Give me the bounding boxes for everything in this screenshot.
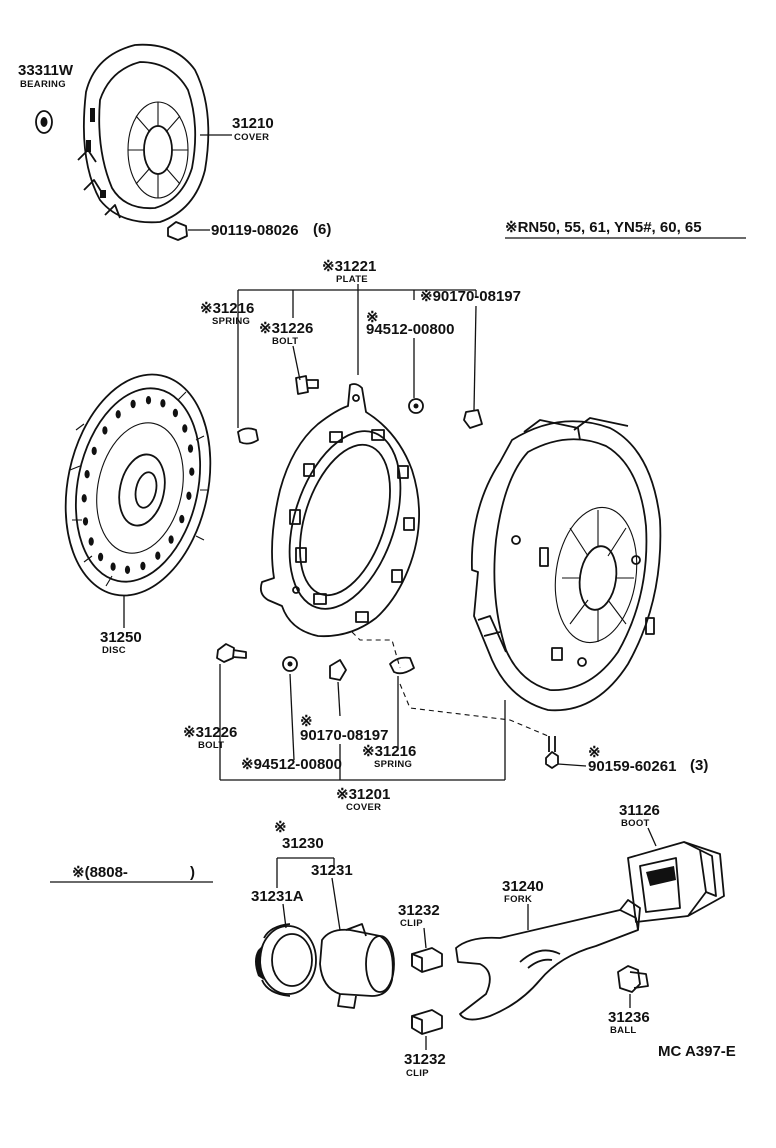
clip-bottom-name: CLIP <box>406 1068 429 1079</box>
disc-slot <box>130 399 136 409</box>
spring-top-drawing <box>237 427 259 445</box>
cover-assy-bolt-qty: (3) <box>690 757 708 774</box>
bolt-bottom-drawing <box>216 643 247 663</box>
ball-number: 31236 <box>608 1009 650 1026</box>
disc-slot <box>81 494 87 503</box>
disc-slot <box>115 410 121 419</box>
disc-slot <box>145 396 152 405</box>
disc-slot <box>102 426 108 435</box>
disc-slot <box>88 537 94 546</box>
fork-name: FORK <box>504 894 532 905</box>
nut-bottom-number: 90170-08197 <box>300 727 388 744</box>
cover-assy-bolt-number: 90159-60261 <box>588 758 676 775</box>
washer-top-drawing <box>408 398 424 414</box>
disc-slot <box>124 565 131 574</box>
disc-slot <box>98 552 104 562</box>
clip-top-number: 31232 <box>398 902 440 919</box>
clutch-cover-drawing <box>77 43 210 224</box>
release-bearing-number: 31231A <box>251 888 304 905</box>
disc-slot <box>182 424 188 433</box>
bearing-top-name: BEARING <box>20 79 66 90</box>
spring-top-name: SPRING <box>212 316 250 327</box>
nut-bottom-drawing <box>329 659 347 681</box>
nut-bottom-mark: ※ <box>300 713 313 730</box>
bolt-bottom-name: BOLT <box>198 740 224 751</box>
bolt-bottom-number: ※31226 <box>183 724 237 741</box>
bolt-top-name: BOLT <box>272 336 298 347</box>
disc-slot <box>189 467 195 476</box>
disc-slot <box>168 535 174 544</box>
disc-slot <box>82 517 89 526</box>
pivot-ball-drawing <box>617 965 649 993</box>
spring-top-number: ※31216 <box>200 300 254 317</box>
cover-assy-name: COVER <box>346 802 381 813</box>
cover-top-number: 31210 <box>232 115 274 132</box>
disc-slot <box>84 470 90 479</box>
release-bearing-drawing <box>255 923 317 997</box>
disc-slot <box>155 551 161 560</box>
disc-slot <box>160 399 166 408</box>
release-fork-drawing <box>455 899 641 1021</box>
clutch-cover-assy-drawing <box>471 417 662 712</box>
washer-top-mark: ※ <box>366 309 379 326</box>
washer-top-number: 94512-00800 <box>366 321 454 338</box>
nut-top-number: ※90170-08197 <box>420 288 521 305</box>
release-hub-number: 31231 <box>311 862 353 879</box>
boot-name: BOOT <box>621 818 650 829</box>
disc-name: DISC <box>102 645 126 656</box>
bearing-top-number: 33311W <box>18 62 74 79</box>
disc-slot <box>110 562 116 571</box>
cover-bolt-number: 90119-08026 <box>211 222 299 239</box>
spring-bottom-number: ※31216 <box>362 743 416 760</box>
boot-drawing <box>627 841 725 923</box>
fork-number: 31240 <box>502 878 544 895</box>
disc-slot <box>91 446 97 456</box>
washer-bottom-number: ※94512-00800 <box>241 756 342 773</box>
spring-bottom-drawing <box>389 656 415 675</box>
bolt-top-drawing <box>295 375 319 395</box>
disc-number: 31250 <box>100 629 142 646</box>
boot-number: 31126 <box>619 802 660 819</box>
washer-bottom-drawing <box>282 656 298 672</box>
clip-top-drawing <box>411 947 443 973</box>
pilot-bearing-drawing <box>35 110 53 134</box>
spring-bottom-name: SPRING <box>374 759 412 770</box>
disc-slot <box>179 514 185 524</box>
ball-name: BALL <box>610 1025 637 1036</box>
disc-slot <box>140 561 146 571</box>
cover-assy-bolt-drawing <box>545 736 559 769</box>
release-assy-mark: ※ <box>274 819 287 836</box>
production-date-note: ※(8808- <box>72 864 128 881</box>
plate-name: PLATE <box>336 274 368 285</box>
disc-slot <box>187 444 194 453</box>
disc-slot <box>172 408 178 418</box>
applicability-note: ※RN50, 55, 61, YN5#, 60, 65 <box>505 219 702 236</box>
pressure-plate-drawing <box>259 383 421 638</box>
release-hub-drawing <box>319 923 395 1009</box>
clip-bottom-drawing <box>411 1009 443 1035</box>
cover-top-name: COVER <box>234 132 269 143</box>
clutch-disc-drawing <box>64 373 212 597</box>
cover-bolt-qty: (6) <box>313 221 331 238</box>
cover-bolt-drawing <box>167 221 210 241</box>
plate-number: ※31221 <box>322 258 376 275</box>
release-assy-number: 31230 <box>282 835 324 852</box>
clip-bottom-number: 31232 <box>404 1051 446 1068</box>
disc-slot <box>186 491 192 500</box>
cover-assy-number: ※31201 <box>336 786 390 803</box>
bolt-top-number: ※31226 <box>259 320 313 337</box>
nut-top-drawing <box>463 409 483 429</box>
diagram-code: MC A397-E <box>658 1043 736 1060</box>
production-date-close: ) <box>190 864 195 881</box>
clip-top-name: CLIP <box>400 918 423 929</box>
cover-assy-bolt-mark: ※ <box>588 744 601 761</box>
